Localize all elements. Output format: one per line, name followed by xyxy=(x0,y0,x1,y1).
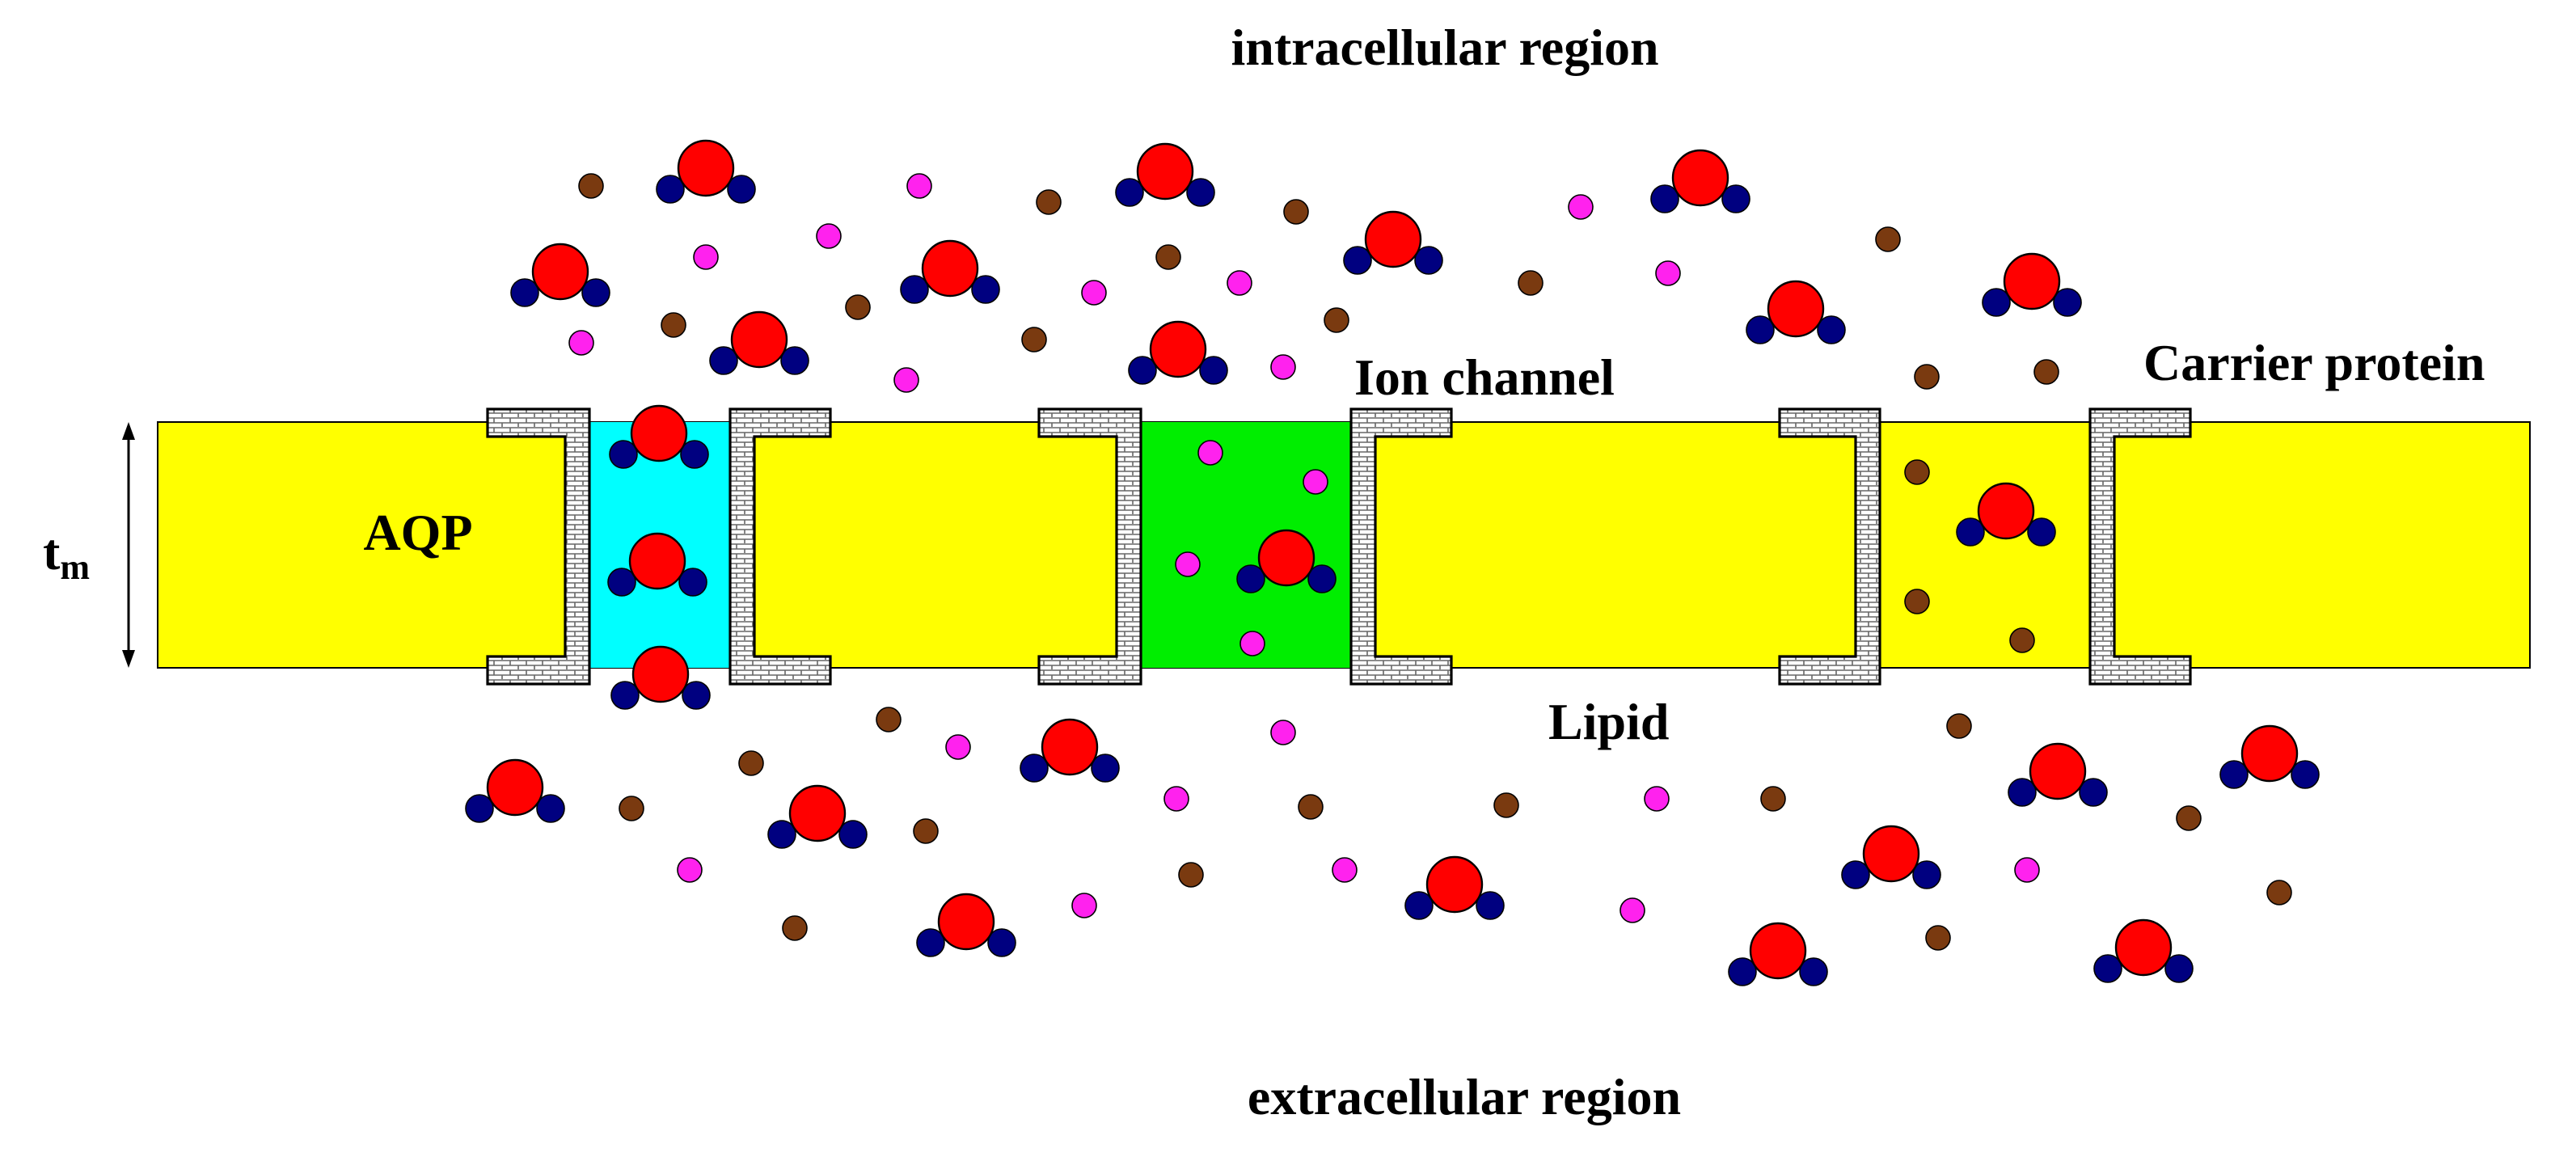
ion-particle xyxy=(845,294,871,320)
ion-particle xyxy=(1655,260,1681,286)
ion-particle xyxy=(1568,194,1594,220)
ion-particles xyxy=(568,173,2292,951)
water-molecule xyxy=(1236,529,1337,593)
water-molecule xyxy=(610,645,711,710)
ion-particle xyxy=(1518,270,1543,296)
protein-wall xyxy=(1778,407,1881,686)
ion-particle xyxy=(1270,354,1296,380)
ion-particle xyxy=(1324,307,1349,333)
water-molecule xyxy=(1650,149,1750,213)
water-molecule xyxy=(1115,142,1215,207)
water-molecule xyxy=(767,784,868,849)
water-molecules xyxy=(465,139,2320,986)
water-molecule xyxy=(1020,718,1120,783)
thickness-label: tm xyxy=(43,523,90,587)
protein-wall xyxy=(486,407,591,686)
ion-particle xyxy=(693,244,719,270)
ion-channel-pore xyxy=(1141,422,1351,668)
water-molecule xyxy=(607,532,707,597)
ion-particle xyxy=(1239,631,1265,656)
water-molecule xyxy=(609,404,709,469)
ion-particle xyxy=(677,857,703,883)
ion-particle xyxy=(1175,551,1201,577)
ion-particle xyxy=(1875,226,1901,252)
ion-channel-label: Ion channel xyxy=(1354,348,1615,406)
water-molecule xyxy=(1728,922,1828,986)
ion-particle xyxy=(1270,720,1296,745)
water-molecule xyxy=(1956,482,2056,547)
ion-particle xyxy=(1904,459,1930,485)
ion-particle xyxy=(2014,857,2040,883)
water-molecule xyxy=(2219,724,2320,789)
water-molecule xyxy=(1746,280,1846,344)
ion-particle xyxy=(1021,327,1047,353)
protein-wall xyxy=(1037,407,1142,686)
ion-particle xyxy=(2033,359,2059,385)
ion-particle xyxy=(1283,199,1309,225)
ion-particle xyxy=(1946,713,1972,739)
ion-particle xyxy=(1493,792,1519,818)
water-molecule xyxy=(2008,742,2108,807)
ion-particle xyxy=(1904,589,1930,614)
ion-particle xyxy=(1644,786,1670,812)
carrier-protein-label: Carrier protein xyxy=(2143,334,2485,391)
ion-particle xyxy=(893,367,919,393)
ion-particle xyxy=(913,818,939,844)
aqp-label: AQP xyxy=(363,504,472,561)
ion-particle xyxy=(1197,440,1223,466)
ion-particle xyxy=(876,707,902,732)
ion-particle xyxy=(1332,857,1358,883)
protein-wall xyxy=(728,407,832,686)
ion-particle xyxy=(906,173,932,199)
water-molecule xyxy=(656,139,756,204)
water-molecule xyxy=(1128,320,1228,385)
ion-particle xyxy=(2266,880,2292,906)
water-molecule xyxy=(900,239,1000,304)
ion-particle xyxy=(1163,786,1189,812)
ion-particle xyxy=(1155,244,1181,270)
water-molecule xyxy=(2093,918,2194,983)
extracellular-label: extracellular region xyxy=(1248,1068,1681,1125)
ion-particle xyxy=(661,312,686,338)
protein-walls xyxy=(486,407,2192,686)
ion-particle xyxy=(1620,897,1645,923)
ion-particle xyxy=(1760,786,1786,812)
water-molecule xyxy=(1404,855,1505,920)
ion-particle xyxy=(1925,925,1951,951)
water-molecule xyxy=(465,758,565,823)
ion-particle xyxy=(1227,270,1252,296)
ion-particle xyxy=(738,750,764,776)
water-molecule xyxy=(916,893,1016,957)
water-molecule xyxy=(1343,210,1443,275)
water-molecule xyxy=(510,243,610,307)
ion-particle xyxy=(1071,893,1097,918)
protein-wall xyxy=(1349,407,1453,686)
ion-particle xyxy=(816,223,842,249)
ion-particle xyxy=(568,330,594,356)
thickness-arrow xyxy=(122,422,135,668)
ion-particle xyxy=(2009,627,2035,653)
ion-particle xyxy=(1081,280,1107,306)
lipid-label: Lipid xyxy=(1548,693,1669,750)
water-molecule xyxy=(1841,825,1941,889)
ion-particle xyxy=(619,796,644,821)
ion-particle xyxy=(1914,364,1940,390)
ion-particle xyxy=(1298,794,1324,820)
intracellular-label: intracellular region xyxy=(1231,19,1658,76)
water-molecule xyxy=(1982,252,2082,317)
ion-particle xyxy=(1303,469,1328,495)
water-molecule xyxy=(709,310,809,375)
protein-wall xyxy=(2088,407,2192,686)
ion-particle xyxy=(1036,189,1062,215)
ion-particle xyxy=(945,734,971,760)
ion-particle xyxy=(578,173,604,199)
ion-particle xyxy=(782,915,808,941)
ion-particle xyxy=(2176,805,2202,831)
ion-particle xyxy=(1178,862,1204,888)
